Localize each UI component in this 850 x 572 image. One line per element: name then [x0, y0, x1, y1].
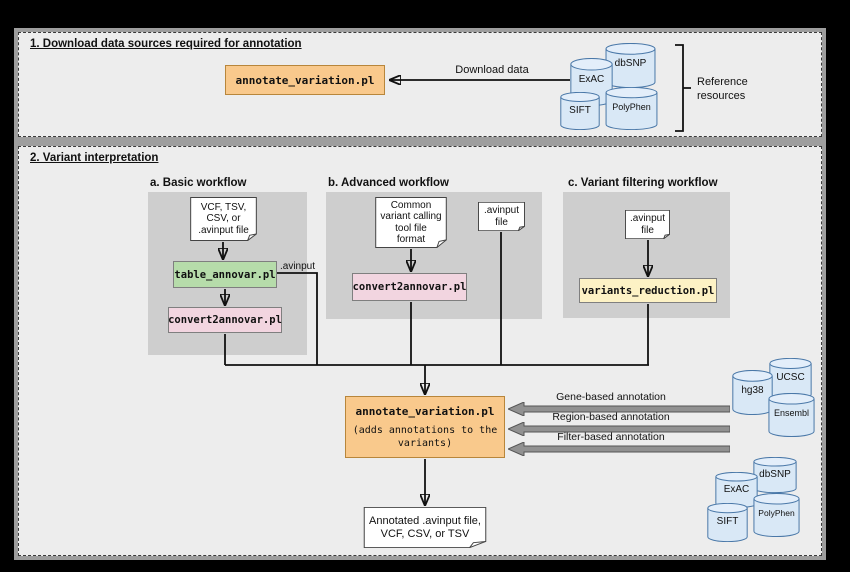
database-ensembl: Ensembl — [768, 393, 815, 437]
database-cylinder-icon — [715, 472, 758, 508]
database-label: hg38 — [741, 385, 764, 397]
annotate-variation-box-top: annotate_variation.pl — [225, 65, 385, 95]
database-label: SIFT — [716, 516, 739, 528]
filter-annotation-arrow-icon — [508, 442, 730, 456]
doc-text: Common variant calling tool file format — [380, 199, 442, 246]
database-polyphen-bottom: PolyPhen — [753, 493, 800, 537]
doc-input-advanced: Common variant calling tool file format — [375, 197, 447, 248]
reference-resources-label: Reference resources — [697, 76, 748, 102]
doc-text: .avinput file — [629, 213, 666, 236]
workflow-a-title: a. Basic workflow — [150, 177, 247, 189]
database-label: ExAC — [578, 74, 605, 86]
database-label: dbSNP — [614, 58, 647, 70]
filter-annotation-label: Filter-based annotation — [557, 431, 665, 443]
region-annotation-label: Region-based annotation — [552, 411, 670, 423]
workflow-b-title: b. Advanced workflow — [328, 177, 449, 189]
database-cylinder-icon — [732, 370, 773, 415]
avinput-edge-label: .avinput — [280, 261, 316, 272]
database-polyphen-top: PolyPhen — [605, 87, 658, 130]
database-sift-bottom: SIFT — [707, 503, 748, 542]
database-cylinder-icon — [605, 43, 656, 88]
doc-text: VCF, TSV, CSV, or .avinput file — [198, 201, 249, 236]
table-annovar-label: table_annovar.pl — [174, 268, 276, 281]
document-icon — [375, 197, 447, 248]
database-label: Ensembl — [773, 407, 809, 418]
doc-text: .avinput file — [483, 205, 520, 228]
database-cylinder-icon — [768, 393, 815, 437]
database-sift-top: SIFT — [560, 92, 600, 130]
annotate-variation-label: annotate_variation.pl — [355, 404, 495, 418]
database-cylinder-icon — [753, 493, 800, 537]
database-ucsc: UCSC — [769, 358, 812, 400]
table-annovar-box: table_annovar.pl — [173, 261, 277, 288]
doc-output: Annotated .avinput file, VCF, CSV, or TS… — [363, 507, 487, 548]
region-annotation-arrow-icon — [508, 422, 730, 436]
variants-reduction-box: variants_reduction.pl — [579, 278, 717, 303]
convert2annovar-label: convert2annovar.pl — [168, 314, 282, 326]
workflow-c-title: c. Variant filtering workflow — [568, 177, 718, 189]
doc-input-basic: VCF, TSV, CSV, or .avinput file — [190, 197, 257, 241]
database-hg38: hg38 — [732, 370, 773, 415]
convert2annovar-box-basic: convert2annovar.pl — [168, 307, 282, 333]
document-icon — [363, 507, 487, 548]
annotate-variation-box-center: annotate_variation.pl (adds annotations … — [345, 396, 505, 458]
section2-title: 2. Variant interpretation — [30, 152, 159, 164]
convert2annovar-label: convert2annovar.pl — [352, 281, 467, 293]
doc-avinput-filtering: .avinput file — [625, 210, 670, 239]
database-cylinder-icon — [560, 92, 600, 130]
database-label: PolyPhen — [612, 101, 651, 112]
database-cylinder-icon — [707, 503, 748, 542]
database-label: PolyPhen — [758, 507, 795, 518]
database-label: UCSC — [776, 372, 805, 384]
doc-avinput-advanced: .avinput file — [478, 202, 525, 231]
document-icon — [625, 210, 670, 239]
download-data-label: Download data — [455, 64, 529, 76]
database-cylinder-icon — [753, 457, 797, 493]
section1-title: 1. Download data sources required for an… — [30, 38, 302, 50]
database-exac-bottom: ExAC — [715, 472, 758, 508]
document-icon — [478, 202, 525, 231]
convert2annovar-box-advanced: convert2annovar.pl — [352, 273, 467, 301]
document-icon — [190, 197, 257, 241]
database-dbsnp-top: dbSNP — [605, 43, 656, 88]
annotate-variation-subtitle: (adds annotations to the variants) — [352, 424, 498, 449]
variants-reduction-label: variants_reduction.pl — [581, 284, 715, 297]
gene-annotation-arrow-icon — [508, 402, 730, 416]
database-label: SIFT — [569, 104, 591, 116]
database-dbsnp-bottom: dbSNP — [753, 457, 797, 493]
database-cylinder-icon — [605, 87, 658, 130]
database-label: ExAC — [723, 484, 750, 496]
doc-text: Annotated .avinput file, VCF, CSV, or TS… — [369, 514, 481, 540]
database-label: dbSNP — [759, 469, 791, 481]
gene-annotation-label: Gene-based annotation — [556, 391, 666, 403]
annotate-variation-label: annotate_variation.pl — [235, 73, 375, 87]
